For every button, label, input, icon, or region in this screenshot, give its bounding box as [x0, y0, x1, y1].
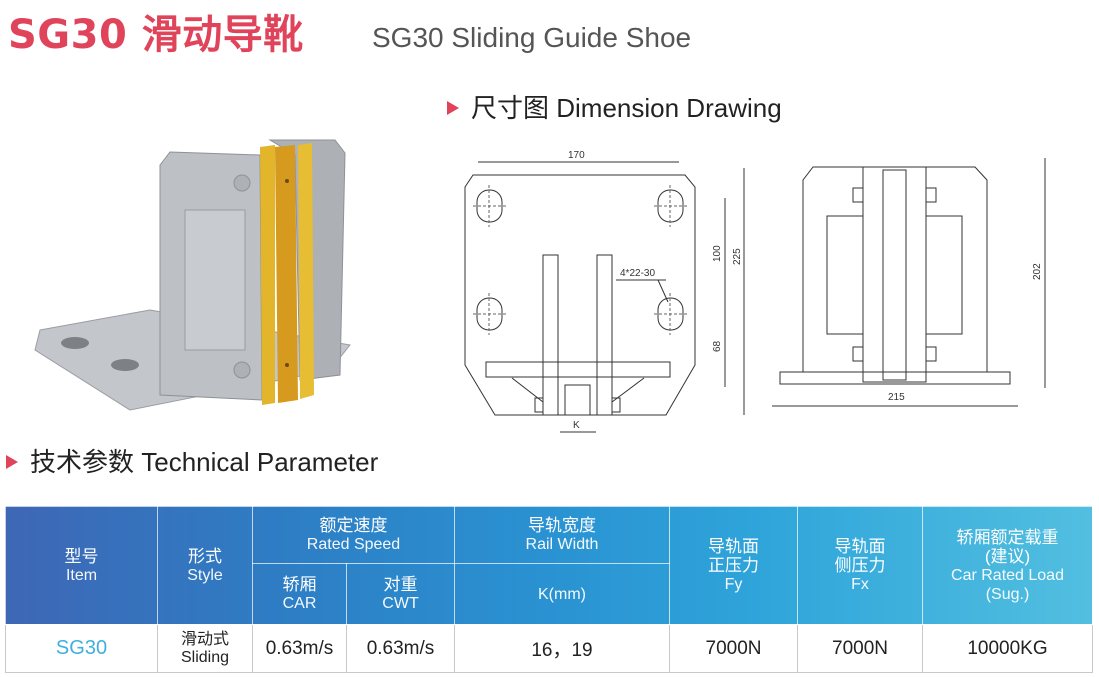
svg-text:225: 225 — [732, 248, 743, 265]
cell-load: 10000KG — [922, 624, 1093, 673]
dimension-drawing-front: 170 225 100 68 4*22-30 K — [440, 140, 760, 440]
technical-section-heading: 技术参数 Technical Parameter — [6, 446, 378, 478]
cell-cwt-speed: 0.63m/s — [346, 624, 455, 673]
cell-fx: 7000N — [797, 624, 923, 673]
dimension-drawing-side: 202 215 — [760, 150, 1060, 420]
dimension-section-heading: 尺寸图 Dimension Drawing — [447, 92, 782, 124]
svg-text:68: 68 — [712, 340, 723, 352]
cell-fy: 7000N — [669, 624, 798, 673]
svg-text:215: 215 — [888, 392, 905, 403]
cell-rail-width: 16，19 — [454, 624, 670, 673]
svg-text:202: 202 — [1032, 263, 1043, 280]
header-car-rated-load: 轿厢额定载重(建议)Car Rated Load(Sug.) — [922, 506, 1093, 625]
technical-heading-cn: 技术参数 — [30, 447, 135, 477]
dimension-heading-en: Dimension Drawing — [556, 93, 782, 123]
triangle-bullet-icon — [6, 455, 18, 469]
page-subtitle: SG30 Sliding Guide Shoe — [372, 22, 692, 53]
dimension-heading-cn: 尺寸图 — [471, 93, 550, 123]
cell-car-speed: 0.63m/s — [252, 624, 347, 673]
cell-item: SG30 — [5, 624, 158, 673]
product-photo — [30, 95, 370, 415]
svg-text:K: K — [573, 420, 580, 431]
technical-heading-en: Technical Parameter — [141, 447, 379, 477]
page-title: SG30 滑动导靴 — [8, 12, 304, 58]
header-k-mm: K(mm) — [454, 563, 670, 625]
triangle-bullet-icon — [447, 101, 459, 115]
svg-text:4*22-30: 4*22-30 — [620, 268, 655, 279]
svg-text:100: 100 — [712, 245, 723, 262]
svg-text:170: 170 — [568, 150, 585, 161]
